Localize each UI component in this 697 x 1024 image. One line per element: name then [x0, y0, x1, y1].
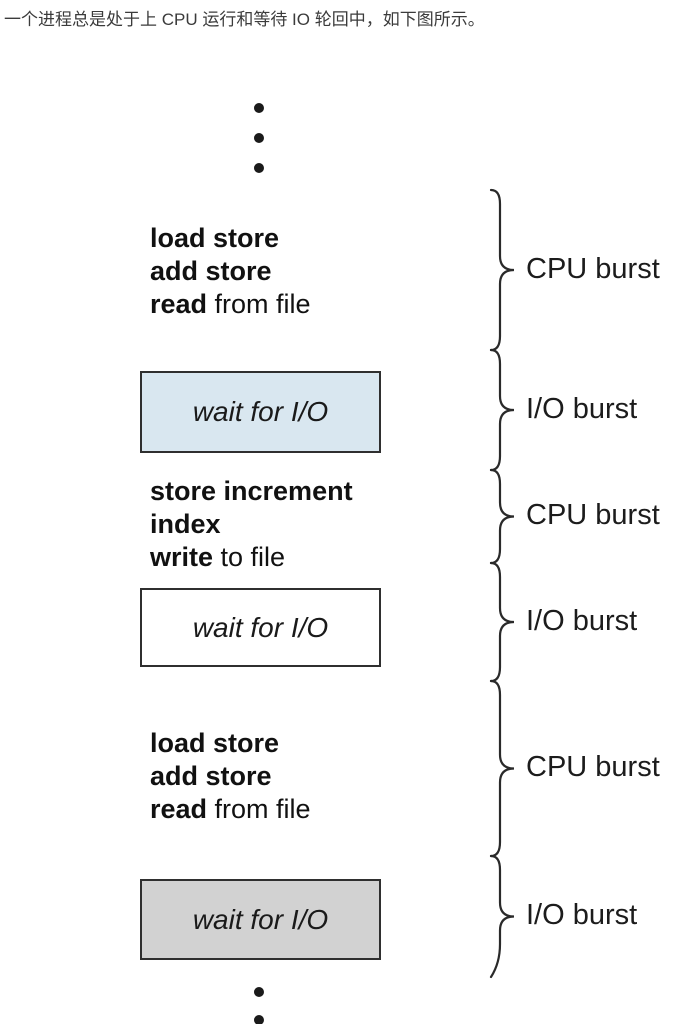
code-bold-text: read — [150, 794, 208, 824]
burst-label: I/O burst — [526, 604, 638, 637]
burst-label: I/O burst — [526, 898, 638, 931]
ellipsis-dot — [254, 1015, 264, 1024]
ellipsis-dot — [254, 103, 264, 113]
code-line: add store — [150, 760, 311, 793]
caption-text: 一个进程总是处于上 CPU 运行和等待 IO 轮回中，如下图所示。 — [4, 10, 485, 29]
code-regular-text: from file — [207, 289, 311, 319]
ellipsis-dot — [254, 163, 264, 173]
code-line: read from file — [150, 793, 311, 826]
code-line: load store — [150, 222, 311, 255]
code-block-1: load store add store read from file — [150, 222, 311, 321]
burst-label: CPU burst — [526, 750, 660, 783]
burst-braces — [489, 188, 515, 979]
burst-label: CPU burst — [526, 252, 660, 285]
code-bold-text: add store — [150, 256, 272, 286]
ellipsis-dot — [254, 133, 264, 143]
code-bold-text: read — [150, 289, 208, 319]
code-bold-text: load store — [150, 728, 280, 758]
brace-cpu-burst-3 — [489, 679, 515, 858]
code-bold-text: write — [150, 542, 214, 572]
burst-label: CPU burst — [526, 498, 660, 531]
code-bold-text: index — [150, 509, 221, 539]
wait-for-io-box: wait for I/O — [140, 879, 381, 960]
brace-io-burst-1 — [489, 348, 515, 472]
code-bold-text: load store — [150, 223, 280, 253]
burst-label: I/O burst — [526, 392, 638, 425]
code-bold-text: store increment — [150, 476, 353, 506]
code-regular-text: to file — [213, 542, 286, 572]
brace-cpu-burst-1 — [489, 188, 515, 352]
wait-for-io-label: wait for I/O — [192, 903, 329, 935]
brace-cpu-burst-2 — [489, 468, 515, 565]
brace-io-burst-2 — [489, 561, 515, 683]
wait-for-io-box: wait for I/O — [140, 371, 381, 453]
code-line: read from file — [150, 288, 311, 321]
code-block-3: load store add store read from file — [150, 727, 311, 826]
code-regular-text: from file — [207, 794, 311, 824]
wait-for-io-label: wait for I/O — [192, 396, 329, 427]
code-line: index — [150, 508, 353, 541]
code-line: write to file — [150, 541, 353, 574]
ellipsis-dot — [254, 987, 264, 997]
code-block-2: store increment index write to file — [150, 475, 353, 574]
wait-for-io-box: wait for I/O — [140, 588, 381, 667]
brace-io-burst-3 — [489, 854, 515, 979]
code-line: store increment — [150, 475, 353, 508]
code-bold-text: add store — [150, 761, 272, 791]
code-line: add store — [150, 255, 311, 288]
code-line: load store — [150, 727, 311, 760]
wait-for-io-label: wait for I/O — [192, 611, 329, 643]
